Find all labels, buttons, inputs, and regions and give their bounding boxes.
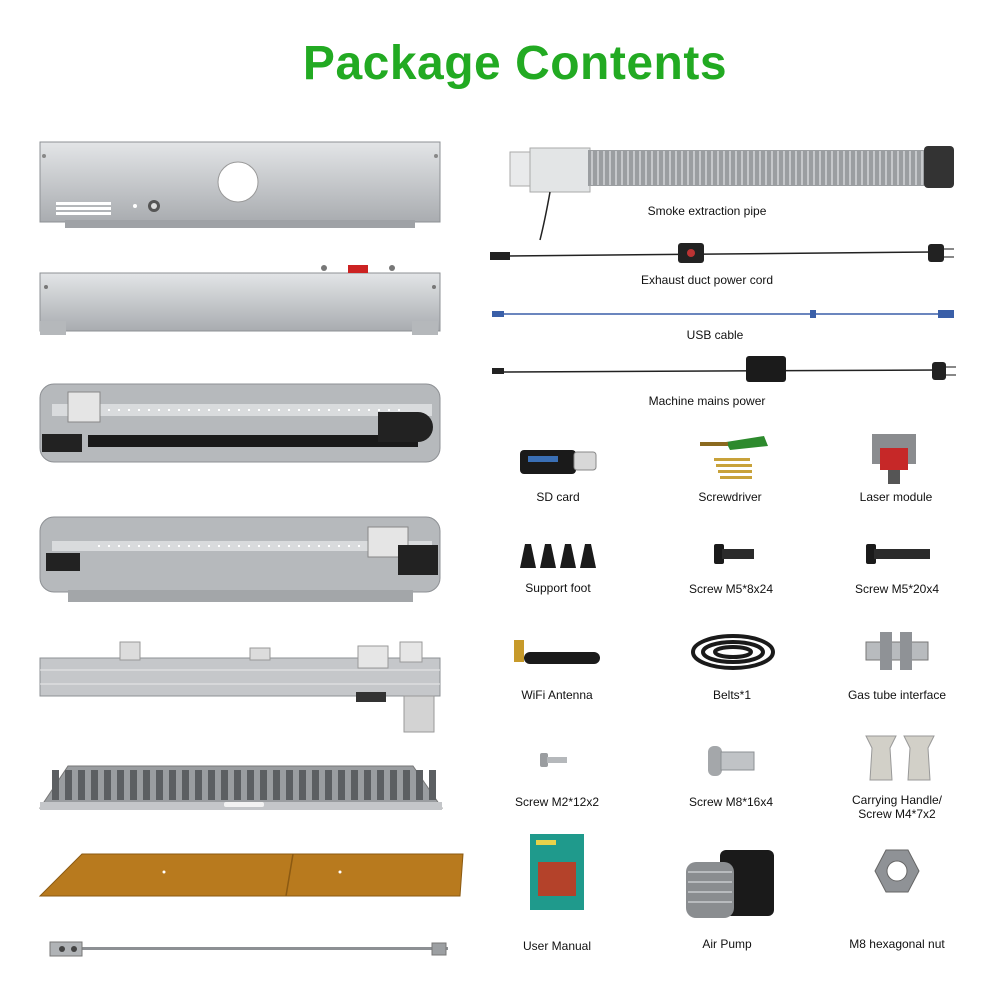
screw-m5-8x24-label: Screw M5*8x24 <box>688 582 774 596</box>
honeycomb-tray-icon <box>39 765 443 810</box>
gas-tube-interface-label: Gas tube interface <box>847 688 947 702</box>
screw-m8-icon <box>708 746 755 776</box>
exhaust-cord-icon <box>490 243 954 263</box>
mains-power-icon <box>492 356 956 382</box>
laser-module-label: Laser module <box>859 490 933 504</box>
usb-cable-icon <box>492 310 954 318</box>
usb-cable-label: USB cable <box>686 328 744 342</box>
wifi-antenna-icon <box>514 640 600 664</box>
right-rail-icon <box>39 516 441 602</box>
air-pump-label: Air Pump <box>702 937 752 951</box>
user-manual-label: User Manual <box>522 939 592 953</box>
screw-m5-8x24-icon <box>714 544 754 564</box>
front-panel-icon <box>39 141 441 228</box>
support-foot-label: Support foot <box>525 581 591 595</box>
user-manual-icon <box>530 834 584 910</box>
screwdriver-icon <box>700 436 768 479</box>
left-rail-icon <box>39 383 441 463</box>
screw-m2-label: Screw M2*12x2 <box>514 795 600 809</box>
page-title: Package Contents <box>302 37 728 90</box>
belts-label: Belts*1 <box>712 688 752 702</box>
carrying-handle-icon <box>865 735 935 781</box>
m8-nut-label: M8 hexagonal nut <box>849 937 945 951</box>
screw-m5-20x4-icon <box>866 544 930 564</box>
mains-power-label: Machine mains power <box>648 394 766 408</box>
carrying-handle-line1: Carrying Handle/ <box>851 793 943 807</box>
laser-module-icon <box>872 434 916 484</box>
bottom-board-icon <box>38 853 464 897</box>
screw-m2-icon <box>540 753 567 767</box>
wifi-antenna-label: WiFi Antenna <box>521 688 593 702</box>
screwdriver-label: Screwdriver <box>698 490 762 504</box>
m8-nut-icon <box>874 849 920 893</box>
screw-m5-20x4-label: Screw M5*20x4 <box>854 582 940 596</box>
carrying-handle-label: Carrying Handle/ Screw M4*7x2 <box>852 793 942 821</box>
x-axis-beam-icon <box>39 641 441 733</box>
rear-panel-icon <box>39 265 441 335</box>
rod-icon <box>49 941 448 957</box>
carrying-handle-line2: Screw M4*7x2 <box>858 807 936 821</box>
support-foot-icon <box>520 544 596 568</box>
belts-icon <box>691 634 775 670</box>
screw-m8-label: Screw M8*16x4 <box>688 795 774 809</box>
smoke-pipe-icon <box>509 146 954 241</box>
air-pump-icon <box>686 850 774 918</box>
smoke-pipe-label: Smoke extraction pipe <box>647 204 767 218</box>
exhaust-cord-label: Exhaust duct power cord <box>640 273 774 287</box>
sd-card-icon <box>520 450 597 474</box>
gas-tube-interface-icon <box>865 632 929 670</box>
sd-card-label: SD card <box>536 490 580 504</box>
